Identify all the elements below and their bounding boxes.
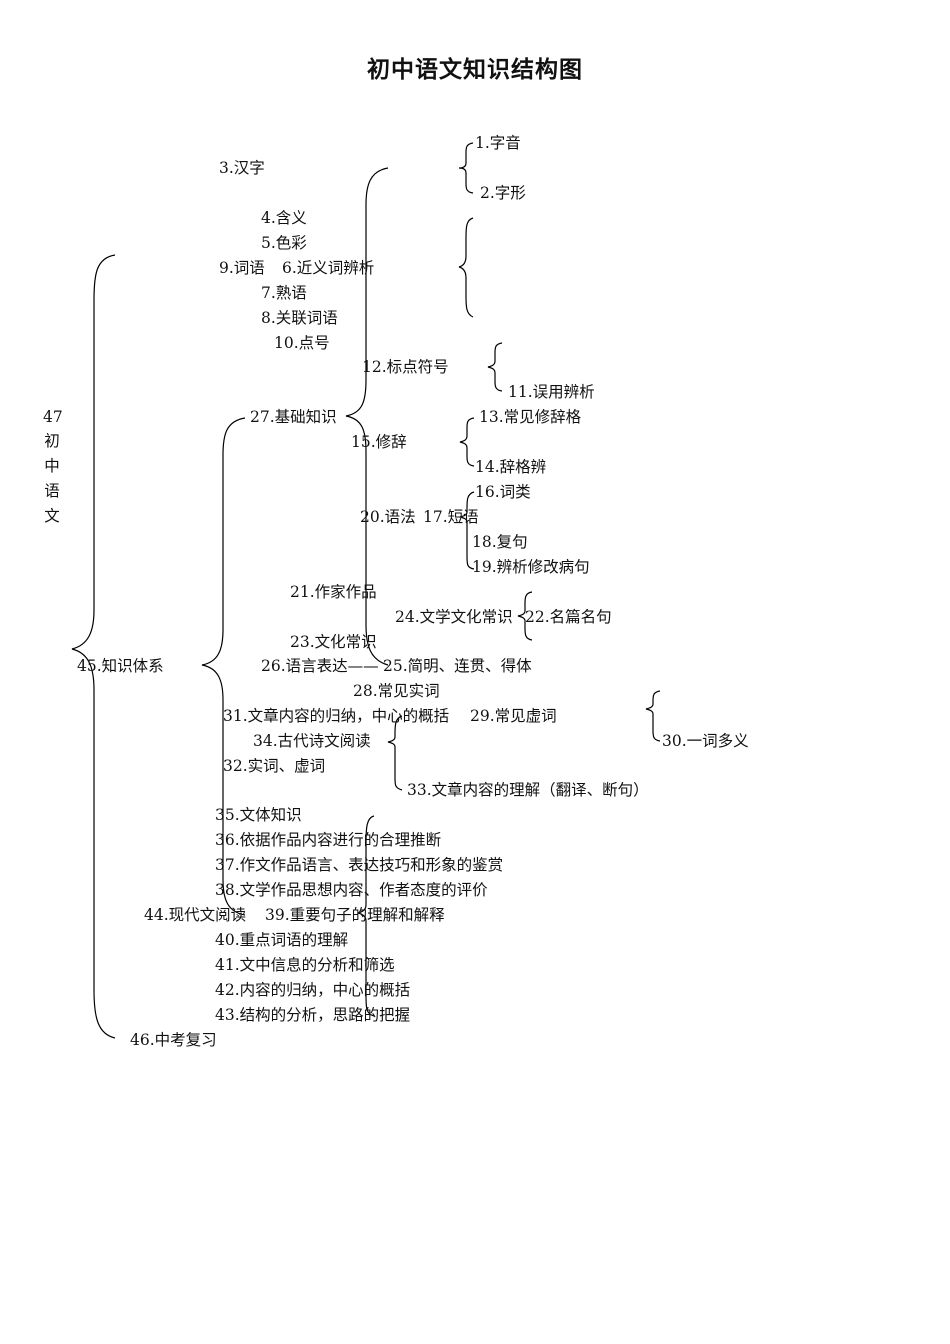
node-1: 1.字音	[475, 134, 521, 152]
node-33: 33.文章内容的理解（翻译、断句）	[407, 781, 649, 799]
brace-classical-reading	[387, 715, 403, 791]
node-42: 42.内容的归纳，中心的概括	[215, 981, 411, 999]
node-15: 15.修辞	[351, 433, 407, 451]
node-44: 44.现代文阅读	[144, 906, 247, 924]
root-char-3: 语	[44, 482, 60, 500]
node-10: 10.点号	[274, 334, 330, 352]
node-8: 8.关联词语	[261, 309, 338, 327]
page-title: 初中语文知识结构图	[367, 56, 583, 83]
node-6: 6.近义词辨析	[282, 259, 375, 277]
node-12: 12.标点符号	[362, 358, 449, 376]
node-31: 31.文章内容的归纳，中心的概括	[223, 707, 450, 725]
brace-grammar	[459, 491, 475, 570]
node-28: 28.常见实词	[353, 682, 440, 700]
node-2: 2.字形	[480, 184, 526, 202]
node-17: 17.短语	[423, 508, 479, 526]
node-24: 24.文学文化常识	[395, 608, 513, 626]
node-20: 20.语法	[360, 508, 416, 526]
node-21: 21.作家作品	[290, 583, 377, 601]
node-30: 30.一词多义	[662, 732, 749, 750]
brace-polysemy	[645, 690, 661, 742]
node-7: 7.熟语	[261, 284, 307, 302]
node-41: 41.文中信息的分析和筛选	[215, 956, 395, 974]
brace-knowledge-system	[201, 417, 246, 916]
node-46: 46.中考复习	[130, 1031, 217, 1049]
node-39: 39.重要句子的理解和解释	[265, 906, 445, 924]
node-29: 29.常见虚词	[470, 707, 557, 725]
node-47: 47	[43, 408, 63, 426]
brace-rhetoric	[459, 417, 475, 467]
node-40: 40.重点词语的理解	[215, 931, 349, 949]
root-char-1: 初	[44, 432, 60, 450]
node-18: 18.复句	[472, 533, 528, 551]
node-4: 4.含义	[261, 209, 307, 227]
node-16: 16.词类	[475, 483, 531, 501]
node-43: 43.结构的分析，思路的把握	[215, 1006, 411, 1024]
node-45: 45.知识体系	[77, 657, 164, 675]
node-11: 11.误用辨析	[508, 383, 595, 401]
brace-basic-knowledge	[345, 167, 389, 666]
node-23: 23.文化常识	[290, 633, 377, 651]
node-5: 5.色彩	[261, 234, 307, 252]
node-26: 26.语言表达——	[261, 657, 379, 675]
node-25: 25.简明、连贯、得体	[383, 657, 532, 675]
root-char-2: 中	[44, 457, 60, 475]
brace-punctuation	[487, 342, 503, 392]
node-35: 35.文体知识	[215, 806, 302, 824]
brace-modern-reading	[357, 815, 375, 1017]
node-9: 9.词语	[219, 259, 265, 277]
brace-root	[71, 254, 116, 1039]
node-22: 22.名篇名句	[525, 608, 612, 626]
node-14: 14.辞格辨	[475, 458, 547, 476]
node-34: 34.古代诗文阅读	[253, 732, 371, 750]
brace-chinese-characters	[458, 142, 474, 194]
node-32: 32.实词、虚词	[223, 757, 326, 775]
brace-words	[458, 217, 474, 318]
node-3: 3.汉字	[219, 159, 265, 177]
node-38: 38.文学作品思想内容、作者态度的评价	[215, 881, 488, 899]
node-13: 13.常见修辞格	[479, 408, 582, 426]
root-char-4: 文	[44, 507, 60, 525]
node-27: 27.基础知识	[250, 408, 337, 426]
brace-literary-knowledge	[517, 591, 533, 641]
node-36: 36.依据作品内容进行的合理推断	[215, 831, 442, 849]
node-19: 19.辨析修改病句	[472, 558, 590, 576]
node-37: 37.作文作品语言、表达技巧和形象的鉴赏	[215, 856, 504, 874]
